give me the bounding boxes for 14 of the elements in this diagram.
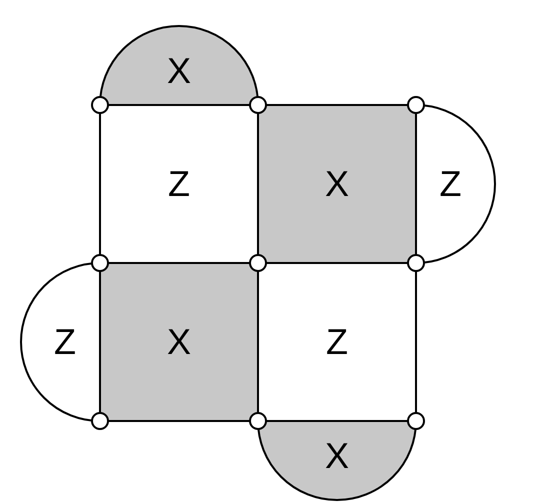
tile-label: Z	[168, 166, 190, 202]
vertex-circle	[91, 96, 109, 114]
tile-label: Z	[54, 324, 76, 360]
square-tile	[257, 104, 417, 264]
vertex-circle	[91, 412, 109, 430]
vertex-circle	[407, 96, 425, 114]
square-tile	[99, 262, 259, 422]
tile-label: X	[167, 324, 191, 360]
tile-label: X	[325, 166, 349, 202]
vertex-circle	[407, 412, 425, 430]
tile-label: Z	[326, 324, 348, 360]
tile-label: X	[167, 52, 191, 89]
tile-label: Z	[440, 166, 462, 202]
tile-label: X	[325, 438, 349, 474]
